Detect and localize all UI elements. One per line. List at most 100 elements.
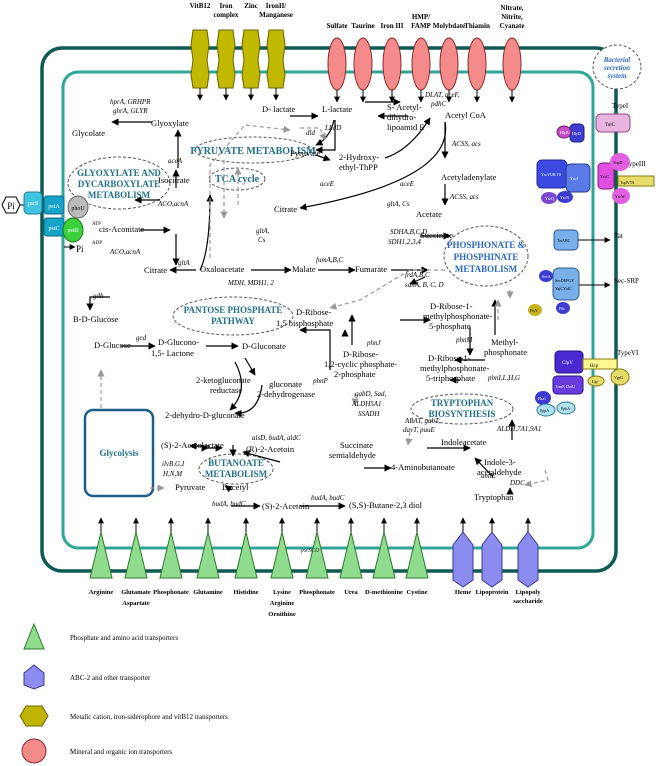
metabolite-cyclic1: D-Ribose- (343, 349, 379, 359)
ion-transporter-label: Molybdate (433, 22, 465, 30)
fha1-label: Fha1 (538, 396, 546, 401)
metabolite-triphos1: D-Ribose-1- (428, 353, 471, 363)
metal-transporter-label: IronII/ (266, 2, 288, 10)
ion-transporter-label: Cyanate (500, 22, 525, 30)
enzyme-buda2: budA, budC (311, 494, 345, 502)
tsplvts-label: TsplVTS (620, 180, 634, 185)
phosphonate-label-1: PHOSPHONATE & (447, 240, 526, 250)
metabolite-oxaloacetate: Oxaloacetate (200, 264, 245, 274)
metabolite-gluconate-dh1: gluconate (269, 379, 302, 389)
metabolite-indole-ald1: Indole-3- (484, 457, 516, 467)
metabolite-succinate-semi1: Succinate (340, 440, 373, 450)
secretion-ellipse (592, 44, 642, 90)
glycolysis-label: Glycolysis (99, 448, 138, 458)
metabolite-d-lactate: D- lactate (262, 104, 295, 114)
enzyme-acee1: aceE (320, 180, 335, 188)
metal-transporter-label: complex (214, 11, 239, 19)
pstB-oval (62, 217, 84, 243)
metal-transporter-label: Zinc (244, 2, 258, 10)
ion-transporter-icon (411, 37, 431, 91)
hlyd-label: HlyD (572, 131, 581, 136)
metabolite-hydroxy1: 2-Hydroxy- (339, 152, 379, 162)
enzyme-frda2: sdhA, B, C, D (405, 281, 444, 289)
metabolite-cyclic2: 1,2-cyclic phosphate- (324, 359, 397, 369)
metabolite-aminobutanoate: 4-Aminobutanoate (391, 462, 455, 472)
amino-transporter-label: Glutamate (121, 589, 151, 596)
metabolite-d-ribose-bp1: D-Ribose- (296, 307, 332, 317)
metabolite-s-acetyl: S- Acetyl- (387, 102, 422, 112)
secdefgy-label: SecDEFGY (555, 278, 574, 283)
phosphonate-label-2: PHOSPHINATE (454, 252, 519, 262)
metabolite-methylphos-5p1: D-Ribose-1- (430, 301, 473, 311)
ion-transporter-label: Thiamin (464, 22, 490, 30)
enzyme-gabd1: gabD, Sad, (355, 390, 387, 398)
enzyme-glta-cs2a: gltA, (256, 227, 270, 235)
enzyme-sdha2: SDH1,2,3,4 (388, 238, 421, 246)
type3-label: TypeIII (625, 160, 647, 168)
enzyme-phni: phnI,L,H,G (487, 374, 520, 382)
amino-transporter-label: Histidine (233, 589, 258, 596)
pentose-label-1: PANTOSE PHOSPHATE (184, 305, 283, 315)
metabolite-methylphos-5p2: methylphosphonate- (423, 311, 493, 321)
enzyme-glta-cs2b: Cs (258, 236, 266, 244)
enzyme-aldh: ALDH,7A1,9A1 (496, 425, 541, 433)
metabolite-acetolactate: (S)-2-Acetolactate (161, 440, 224, 450)
amino-transporter-label: Lysine (273, 589, 291, 596)
ffh-label: Ffh (559, 306, 565, 311)
amino-transporter-label: Cystine (407, 589, 428, 596)
metabolite-methyl-phos1: Methyl- (491, 337, 519, 347)
secretion-systems: Bacterial secretion system TypeI TolC Hl… (528, 44, 655, 417)
metabolite-triphos3: 5-triphosphate (426, 373, 475, 383)
amino-transporter-label: Ornithine (268, 611, 296, 618)
clpv-label: ClpV (562, 361, 573, 366)
amino-transporter-icon (372, 531, 396, 579)
amino-transporter-icon (89, 531, 113, 579)
pst-transporter: Pi pstS pstA pstC pstB phoU ATP ADP Pi (1, 191, 102, 254)
pstscd-label: pstSCD (300, 548, 320, 554)
metabolite-r-acetoin: (R)-2-Acetoin (246, 444, 295, 454)
metabolite-triphos2: methylphosphonate- (420, 363, 490, 373)
metabolite-acetyladenylate: Acetyladenylate (441, 172, 496, 182)
glycolysis-box (83, 408, 155, 498)
abc-transporter-icon (481, 531, 503, 588)
dashed-links (97, 124, 549, 492)
yopd-label: YopD (613, 160, 622, 165)
adp-label: ADP (92, 241, 102, 246)
enzyme-acss1: ACSS, acs (451, 140, 481, 148)
butanoate-label-1: BUTANOATE (208, 458, 264, 468)
abc-transporter-label: Heme (455, 589, 471, 596)
enzyme-gabd3: SSADH (358, 410, 380, 418)
enzyme-phnj: phnJ (366, 339, 382, 347)
metabolite-acetate: Acetate (416, 209, 442, 219)
metal-transporter-label: Manganese (259, 11, 293, 19)
enzyme-mdh: MDH, MDH1, 2 (227, 279, 274, 287)
metabolite-citrate-top: Citrate (274, 204, 297, 214)
secretion-label-1: Bacterial (603, 56, 630, 64)
metabolite-d-gluconate: D-Gluconate (242, 341, 286, 351)
amino-transporter-icon (196, 531, 220, 579)
ion-transporter-label: Nitrite, (501, 13, 523, 21)
metabolite-butanediol: (S,S)-Butane-2,3 diol (349, 500, 423, 510)
enzyme-fumab: fumA,B,C (316, 256, 344, 264)
icmf-label: IcmF, DotU (556, 384, 575, 390)
enzyme-aco2: ACO,acnA (109, 248, 141, 256)
ion-transporter-icon (467, 37, 487, 91)
enzyme-sdha1: SDHA,B,C,D (390, 228, 427, 236)
metabolite-keto-reductase1: 2-ketogluconate (196, 375, 251, 385)
legend-text: ABC-2 and other transporter (70, 674, 151, 682)
abc-transporter-label: Lipopoly (516, 589, 542, 596)
type1-label: TypeI (612, 102, 629, 110)
enzyme-amie: amiE (481, 472, 497, 480)
tryptophan-label-1: TRYPTOPHAN (431, 398, 494, 408)
ion-transporter-label: FAMP (411, 22, 431, 30)
ion-transporter-icon (502, 37, 522, 91)
hcp-label: Hcp (590, 364, 599, 369)
metal-transporter-icon (266, 29, 286, 89)
enzyme-gdh: gdh (93, 292, 104, 300)
metal-transporter-label: VitB12 (190, 2, 211, 10)
ion-transporter-icon (382, 37, 402, 91)
pathway-ellipses (67, 136, 529, 485)
pstS-label: pstS (28, 201, 38, 207)
amino-transporter-icon (234, 531, 258, 579)
